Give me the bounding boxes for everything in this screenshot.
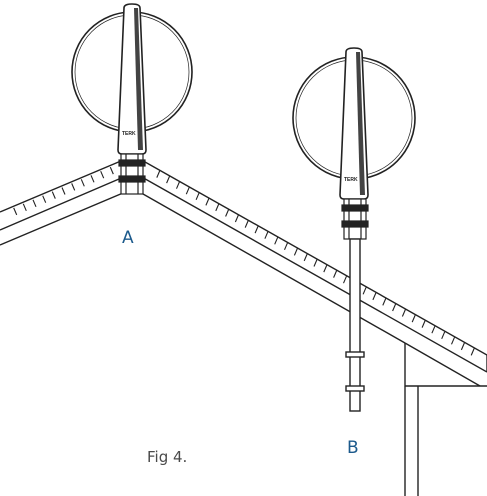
house-roof bbox=[0, 157, 487, 496]
shingle-mark bbox=[215, 203, 220, 212]
shingle-mark bbox=[450, 337, 456, 345]
shingle-mark bbox=[342, 275, 348, 284]
shingle-mark bbox=[254, 225, 259, 234]
shingle-mark bbox=[61, 187, 66, 195]
antenna-b: TERK B bbox=[292, 47, 416, 458]
shingle-mark bbox=[401, 309, 406, 317]
antenna-a-brand: TERK bbox=[122, 131, 136, 137]
shingle-mark bbox=[411, 314, 416, 323]
shingle-mark bbox=[372, 292, 377, 301]
shingle-mark bbox=[195, 192, 200, 201]
shingle-mark bbox=[303, 253, 308, 262]
shingle-mark bbox=[13, 207, 18, 216]
roof-left-slope-outer bbox=[0, 157, 129, 213]
roof-right-slope-inner bbox=[139, 175, 487, 373]
shingle-mark bbox=[175, 181, 181, 189]
shingle-mark bbox=[274, 237, 279, 245]
shingle-mark bbox=[100, 170, 105, 179]
shingle-mark bbox=[244, 220, 249, 228]
shingle-mark bbox=[225, 209, 230, 217]
shingle-mark bbox=[323, 264, 328, 273]
shingle-mark bbox=[90, 175, 95, 183]
shingle-mark bbox=[22, 203, 27, 212]
antenna-a-body-shade bbox=[134, 8, 143, 150]
shingle-mark bbox=[431, 325, 436, 334]
shingle-mark bbox=[460, 342, 465, 351]
shingle-mark bbox=[109, 166, 114, 175]
antenna-b-mast-pole bbox=[345, 238, 365, 412]
shingle-mark bbox=[470, 348, 475, 356]
mount-a-label: A bbox=[122, 228, 134, 248]
shingle-mark bbox=[283, 242, 289, 251]
antenna-a: TERK A bbox=[71, 3, 193, 248]
shingle-mark bbox=[42, 195, 47, 203]
shingle-mark bbox=[392, 303, 397, 312]
roof-right-slope-outer bbox=[137, 157, 487, 356]
shingle-mark bbox=[441, 331, 446, 340]
shingle-mark bbox=[382, 298, 387, 306]
roof-left-slope-inner bbox=[0, 175, 127, 231]
shingle-mark bbox=[293, 248, 298, 256]
roof-left-underside bbox=[0, 189, 131, 246]
antenna-a-mount-bracket bbox=[118, 153, 146, 195]
figure-caption: Fig 4. bbox=[147, 448, 187, 466]
antenna-b-body-shade bbox=[356, 52, 365, 195]
shingle-mark bbox=[333, 270, 338, 278]
shingle-mark bbox=[71, 183, 76, 191]
antenna-b-mast-clamp bbox=[341, 198, 369, 240]
shingle-mark bbox=[51, 191, 56, 199]
shingle-mark bbox=[264, 231, 269, 239]
shingle-mark bbox=[185, 186, 190, 195]
shingle-mark bbox=[80, 179, 85, 187]
shingle-mark bbox=[362, 287, 367, 295]
shingle-mark bbox=[205, 198, 210, 206]
mount-b-label: B bbox=[347, 438, 359, 458]
antenna-b-brand: TERK bbox=[344, 177, 358, 183]
shingle-mark bbox=[421, 320, 426, 328]
roof-shingles bbox=[13, 166, 475, 356]
shingle-mark bbox=[313, 259, 318, 267]
shingle-mark bbox=[156, 170, 161, 178]
shingle-mark bbox=[234, 214, 239, 223]
shingle-mark bbox=[166, 175, 171, 184]
eave-rafter bbox=[404, 342, 481, 387]
shingle-mark bbox=[32, 199, 37, 208]
